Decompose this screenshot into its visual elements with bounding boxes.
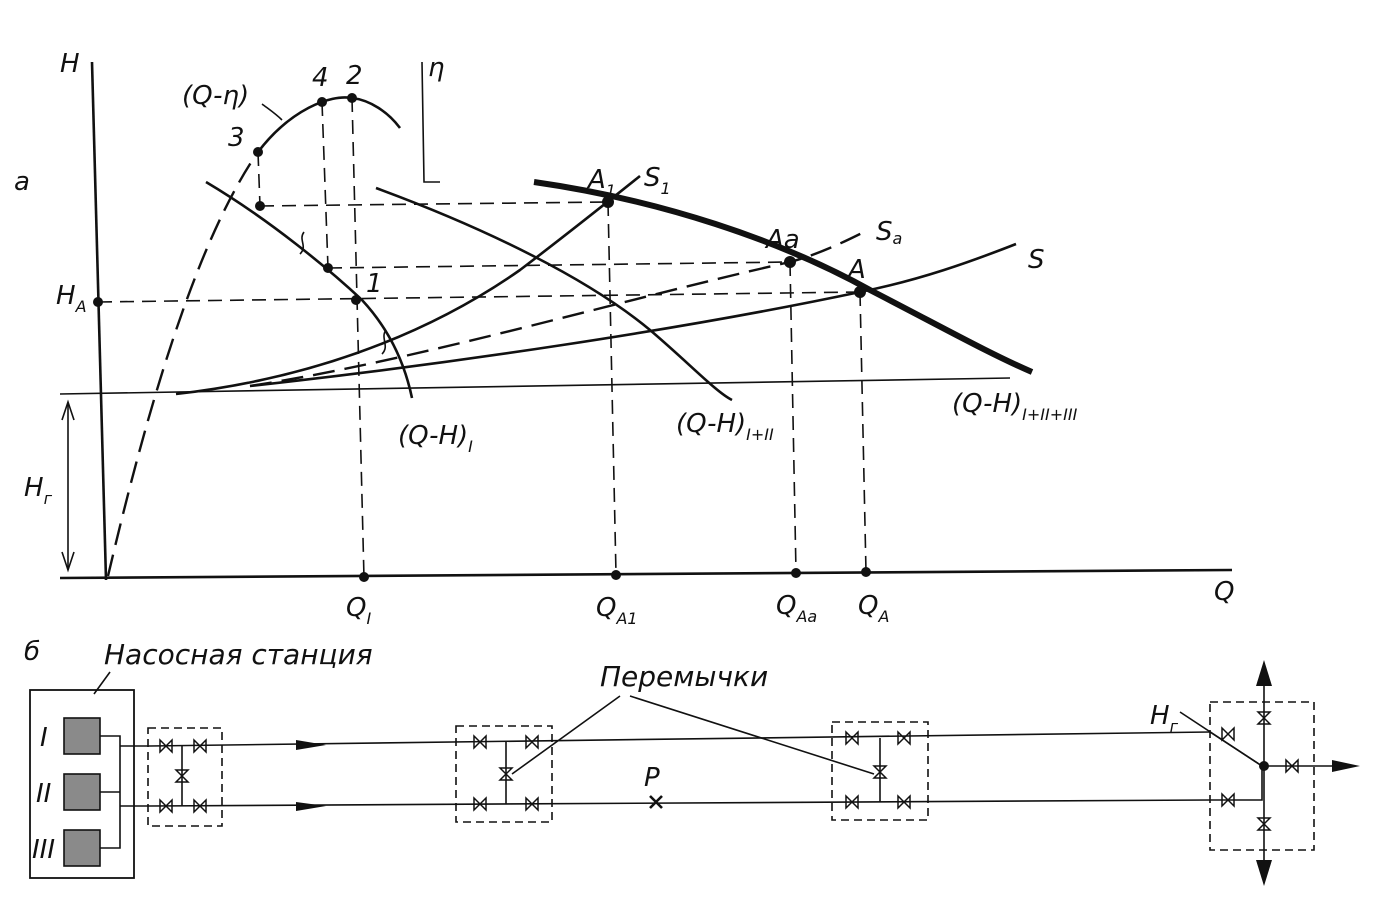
- hg-arrow-heads: [61, 399, 75, 573]
- q-eta-dashed-curve: [106, 151, 259, 577]
- end-node-point: [1259, 761, 1269, 771]
- main-line-bottom: [149, 799, 1211, 807]
- ha-point: [93, 297, 103, 307]
- point-a: [854, 286, 866, 298]
- eta-axis-label: η: [428, 53, 444, 83]
- pump-2: [63, 773, 101, 811]
- tick-mark-1: [299, 231, 305, 255]
- pump-1-label: I: [40, 723, 48, 753]
- hg-label: Hг: [24, 473, 53, 508]
- qh-1-label: (Q-H)I: [398, 421, 473, 456]
- end-node-box: [1209, 701, 1315, 851]
- arrow-right: [1332, 760, 1360, 772]
- tick-qaa: [791, 568, 801, 578]
- point-4-proj: [323, 263, 333, 273]
- point-3-label: 3: [228, 123, 245, 153]
- main-line-top: [149, 731, 1211, 747]
- pump-collector: [100, 735, 121, 849]
- qa-label: QA: [858, 591, 889, 626]
- arrow-up: [1256, 660, 1272, 686]
- jumpers-leaders: [511, 695, 875, 775]
- qh-curve-12: [375, 186, 733, 402]
- point-aa-label: Aa: [764, 225, 800, 255]
- pump-3-label: III: [32, 835, 55, 865]
- jumper-box-3: [831, 721, 929, 821]
- tick-qa: [861, 567, 871, 577]
- qh-12-label: (Q-H)I+II: [676, 409, 774, 444]
- h-line-a1: [259, 201, 609, 207]
- station-title: Насосная станция: [104, 638, 373, 671]
- tick-qi: [359, 572, 369, 582]
- qh-123-label: (Q-H)I+II+III: [952, 389, 1078, 424]
- arrow-down: [1256, 860, 1272, 886]
- drop-line-4: [321, 101, 329, 269]
- drop-line-2: [351, 97, 365, 579]
- s1-label: S1: [644, 163, 671, 198]
- v-line-aa: [789, 261, 797, 573]
- point-2-label: 2: [346, 61, 363, 91]
- h-axis: [90, 61, 108, 581]
- static-head-line: [59, 377, 1011, 395]
- s-label: S: [1028, 245, 1045, 275]
- jumpers-label: Перемычки: [600, 660, 768, 693]
- part-b-label: б: [24, 637, 40, 667]
- point-aa: [784, 256, 796, 268]
- point-a-label: A: [846, 255, 866, 285]
- pump-3: [63, 829, 101, 867]
- eta-axis: [421, 61, 440, 183]
- point-p-mark: [649, 795, 663, 809]
- system-curve-s1: [175, 174, 641, 396]
- valve-group-3: [845, 730, 911, 810]
- pump-1: [63, 717, 101, 755]
- valve-group-end: [1221, 711, 1299, 831]
- h-axis-label: H: [60, 49, 80, 79]
- point-3-proj: [255, 201, 265, 211]
- point-4: [317, 97, 327, 107]
- point-3: [253, 147, 263, 157]
- q-axis: [59, 568, 1233, 580]
- point-a1: [602, 196, 614, 208]
- point-4-label: 4: [312, 63, 329, 93]
- point-1: [351, 295, 361, 305]
- flow-arrow-top: [296, 740, 326, 750]
- qh-curve-1: [205, 180, 414, 399]
- end-hg-label: Hг: [1150, 701, 1179, 736]
- valve-group-1: [159, 738, 207, 814]
- station-box: [29, 689, 135, 879]
- v-line-a1: [607, 201, 617, 575]
- v-line-a: [859, 291, 867, 573]
- system-curve-sa: [249, 228, 869, 388]
- drop-line-3: [257, 151, 261, 207]
- tick-mark-2: [381, 329, 387, 355]
- q-axis-label: Q: [1214, 577, 1234, 607]
- station-outlets: [120, 745, 150, 807]
- point-1-label: 1: [366, 269, 383, 299]
- q-eta-curve: [256, 96, 402, 153]
- qa1-label: QA1: [596, 593, 638, 628]
- q-eta-leader: [261, 103, 283, 121]
- system-curve-s: [249, 242, 1017, 388]
- tick-qa1: [611, 570, 621, 580]
- point-a1-label: A1: [586, 165, 616, 200]
- qaa-label: QAa: [776, 591, 817, 626]
- point-2: [347, 93, 357, 103]
- point-p-label: P: [644, 763, 660, 793]
- qi-label: QI: [346, 593, 371, 628]
- part-a-label: а: [14, 167, 30, 197]
- jumper-box-2: [455, 725, 553, 823]
- q-eta-label: (Q-η): [182, 81, 249, 111]
- valve-group-2: [473, 734, 539, 812]
- qh-curve-123: [533, 179, 1034, 375]
- end-node-lines: [1209, 731, 1263, 801]
- sa-label: Sa: [876, 217, 902, 248]
- h-line-aa: [327, 261, 791, 269]
- ha-label: HA: [56, 281, 87, 316]
- flow-arrow-bottom: [296, 802, 326, 811]
- jumper-box-1: [147, 727, 223, 827]
- pump-2-label: II: [36, 779, 51, 809]
